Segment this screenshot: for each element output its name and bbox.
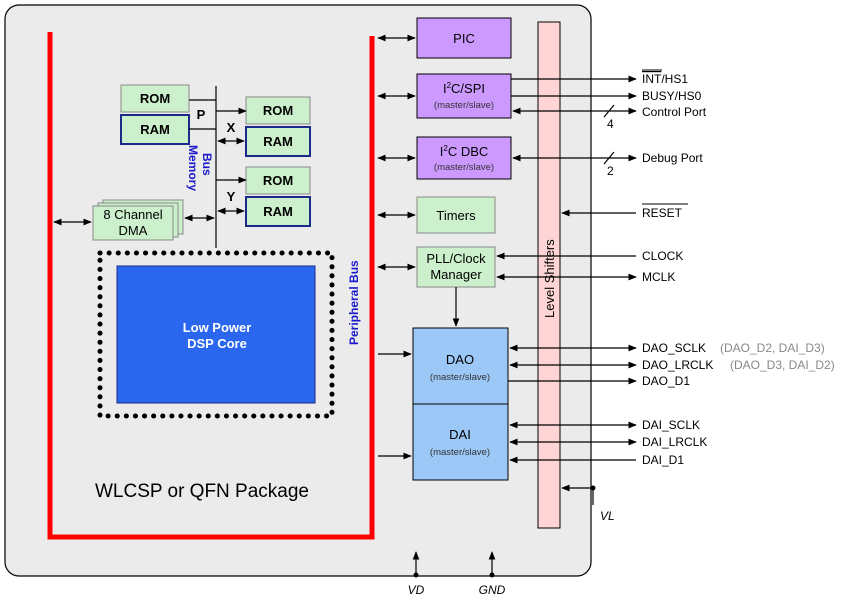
ram-label-y: RAM (263, 204, 293, 219)
i2c-dbc-label: I2C DBC (440, 144, 489, 159)
dsp-core-label-line1: Low Power (183, 320, 252, 335)
bus-tap-y: Y (227, 189, 236, 204)
dao-label: DAO (446, 352, 474, 367)
timers-block (416, 196, 496, 234)
pin-dao-sclk-alt: (DAO_D2, DAI_D3) (720, 341, 825, 355)
pin-busy-hs0: BUSY/HS0 (642, 89, 702, 103)
dai-block (412, 403, 509, 481)
dai-label: DAI (449, 427, 471, 442)
ram-block-p (120, 114, 190, 145)
dma-block (92, 205, 174, 241)
memory-bus-red-line (47, 32, 375, 540)
dma-label-line2: DMA (119, 223, 148, 238)
pll-block (416, 246, 496, 288)
pin-dao-sclk: DAO_SCLK (642, 341, 706, 355)
pin-dai-lrclk: DAI_LRCLK (642, 435, 707, 449)
debug-width-label: 2 (607, 164, 614, 178)
ram-label-p-text: RAM (140, 122, 170, 137)
gnd-node (489, 572, 495, 578)
pll-label-line1: PLL/Clock (426, 251, 486, 266)
timers-label: Timers (436, 208, 476, 223)
rom-block-p (120, 84, 190, 113)
vd-label: VD (408, 583, 425, 597)
pin-mclk: MCLK (642, 270, 675, 284)
pin-dao-d1: DAO_D1 (642, 374, 690, 388)
ram-block-x (245, 126, 311, 157)
dsp-core-block (116, 265, 316, 404)
dsp-core-dotted-border (97, 250, 335, 419)
dma-label-line1: 8 Channel (103, 207, 162, 222)
ram-label-x: RAM (263, 134, 293, 149)
pin-clock: CLOCK (642, 249, 683, 263)
peripheral-bus-label: Peripheral Bus (347, 260, 361, 345)
i2c-spi-label: I2C/SPI (443, 81, 485, 96)
rom-label-p: ROM (140, 91, 170, 106)
rom-block-y (245, 166, 311, 195)
pin-dao-lrclk-alt: (DAO_D3, DAI_D2) (730, 358, 835, 372)
control-width-label: 4 (607, 117, 614, 131)
pic-block (416, 17, 512, 59)
memory-bus-label: Memory Bus (186, 145, 214, 191)
bus-tap-x: X (227, 120, 236, 135)
pin-control-port: Control Port (642, 105, 707, 119)
pin-reset: RESET (642, 206, 683, 220)
rom-label-x: ROM (263, 103, 293, 118)
pin-debug-port: Debug Port (642, 151, 703, 165)
pll-label-line2: Manager (430, 267, 482, 282)
rom-label-y: ROM (263, 173, 293, 188)
ram-block-y (245, 196, 311, 227)
i2c-dbc-sublabel: (master/slave) (434, 162, 494, 173)
dsp-core-label-line2: DSP Core (187, 336, 247, 351)
pin-int-hs1: INT/HS1 (642, 72, 688, 86)
i2c-spi-sublabel: (master/slave) (434, 100, 494, 111)
bus-tap-p: P (197, 107, 206, 122)
pin-dai-d1: DAI_D1 (642, 453, 684, 467)
pin-dao-lrclk: DAO_LRCLK (642, 358, 713, 372)
svg-text:Memory: Memory (186, 145, 200, 191)
vl-node (590, 485, 596, 491)
svg-text:Bus: Bus (200, 153, 214, 176)
level-shifters-label: Level Shifters (542, 239, 557, 318)
i2c-dbc-block (416, 136, 512, 180)
pic-label: PIC (453, 31, 475, 46)
pin-dai-sclk: DAI_SCLK (642, 418, 700, 432)
dai-sublabel: (master/slave) (430, 447, 490, 458)
gnd-label: GND (479, 583, 506, 597)
rom-block-x (245, 96, 311, 125)
vl-label: VL (600, 509, 615, 523)
vd-node (413, 572, 419, 578)
package-label: WLCSP or QFN Package (95, 481, 309, 502)
dao-block (412, 327, 509, 405)
dao-sublabel: (master/slave) (430, 372, 490, 383)
